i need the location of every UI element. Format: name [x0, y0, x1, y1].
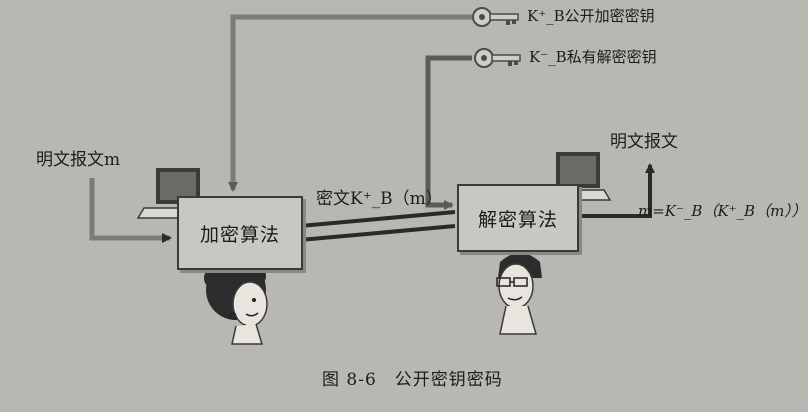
- plaintext-output-arrow: [578, 163, 655, 218]
- plaintext-output-label: 明文报文: [610, 132, 678, 152]
- public-key-icon: [472, 7, 519, 27]
- encryption-algorithm-box: 加密算法: [177, 196, 303, 270]
- alice-portrait-icon: [204, 260, 268, 345]
- ciphertext-label: 密文K⁺_B（m）: [316, 189, 443, 209]
- private-key-label: K⁻_B私有解密密钥: [529, 48, 657, 66]
- public-key-arrow: [228, 14, 472, 192]
- public-key-label: K⁺_B公开加密密钥: [527, 7, 655, 25]
- encryption-algorithm-label: 加密算法: [199, 223, 280, 246]
- decryption-output-formula: m=K⁻_B（K⁺_B（m））: [638, 202, 807, 220]
- decryption-algorithm-label: 解密算法: [477, 208, 558, 231]
- ciphertext-line-bottom: [299, 224, 456, 242]
- plaintext-input-label: 明文报文m: [36, 150, 121, 170]
- figure-caption: 图 8-6 公开密钥密码: [322, 370, 503, 390]
- plaintext-input-arrow: [89, 178, 172, 243]
- decryption-algorithm-box: 解密算法: [457, 184, 579, 252]
- bob-portrait-icon: [496, 253, 542, 335]
- ciphertext-line-top: [299, 210, 456, 228]
- private-key-arrow: [425, 55, 472, 210]
- private-key-icon: [474, 48, 521, 68]
